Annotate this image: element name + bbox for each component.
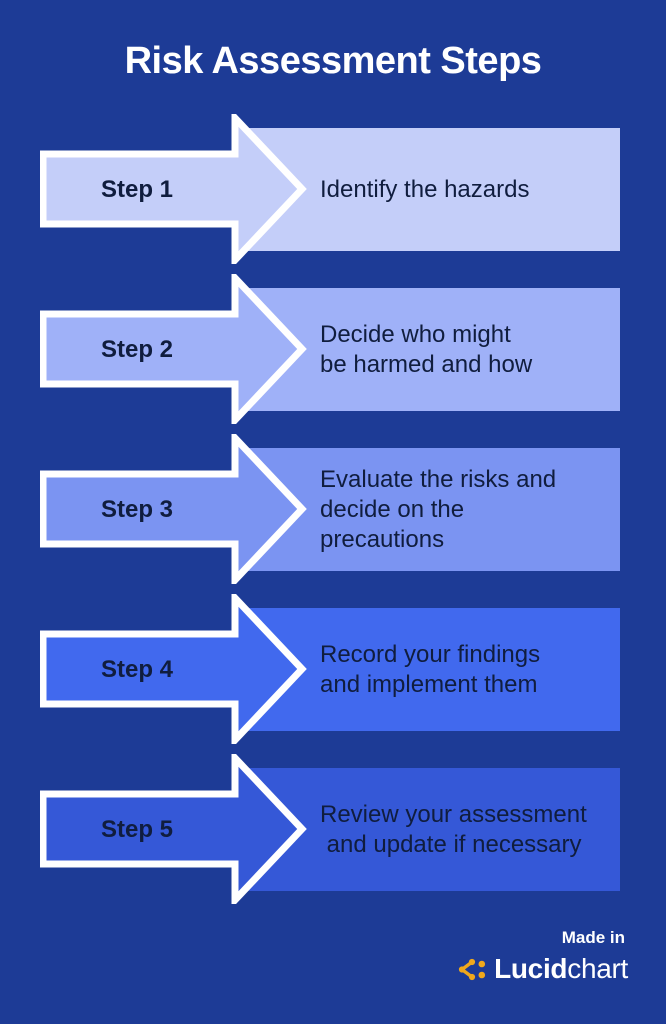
lucidchart-icon	[458, 958, 486, 980]
step-label: Step 4	[100, 655, 174, 683]
step-arrow-icon	[40, 114, 307, 264]
step-band: Review your assessment and update if nec…	[237, 768, 620, 891]
lucidchart-logo: Lucidchart	[457, 953, 628, 985]
step-label: Step 3	[100, 495, 174, 523]
step-description: Record your findings and implement them	[320, 640, 541, 698]
footer: Made in Lucidchart	[457, 928, 628, 985]
step-arrow-icon	[40, 274, 307, 424]
step-row: Review your assessment and update if nec…	[0, 747, 666, 907]
step-label: Step 5	[100, 815, 174, 843]
step-row: Decide who might be harmed and how Step …	[0, 267, 666, 427]
brand-regular-text: chart	[567, 953, 628, 984]
step-row: Evaluate the risks and decide on the pre…	[0, 427, 666, 587]
brand-bold-text: Lucid	[494, 953, 568, 984]
step-description: Review your assessment and update if nec…	[320, 800, 587, 858]
step-label: Step 1	[100, 175, 174, 203]
step-arrow-icon	[40, 434, 307, 584]
step-label: Step 2	[100, 335, 174, 363]
step-row: Identify the hazards Step 1	[0, 107, 666, 267]
step-row: Record your findings and implement them …	[0, 587, 666, 747]
step-band: Record your findings and implement them	[237, 608, 620, 731]
step-description: Decide who might be harmed and how	[320, 320, 533, 378]
step-arrow-icon	[40, 594, 307, 744]
step-description: Identify the hazards	[320, 175, 530, 203]
step-description: Evaluate the risks and decide on the pre…	[320, 465, 557, 553]
step-band: Evaluate the risks and decide on the pre…	[237, 448, 620, 571]
lucidchart-wordmark: Lucidchart	[494, 953, 628, 985]
page-title: Risk Assessment Steps	[124, 40, 542, 82]
made-in-label: Made in	[561, 928, 625, 947]
step-arrow-icon	[40, 754, 307, 904]
